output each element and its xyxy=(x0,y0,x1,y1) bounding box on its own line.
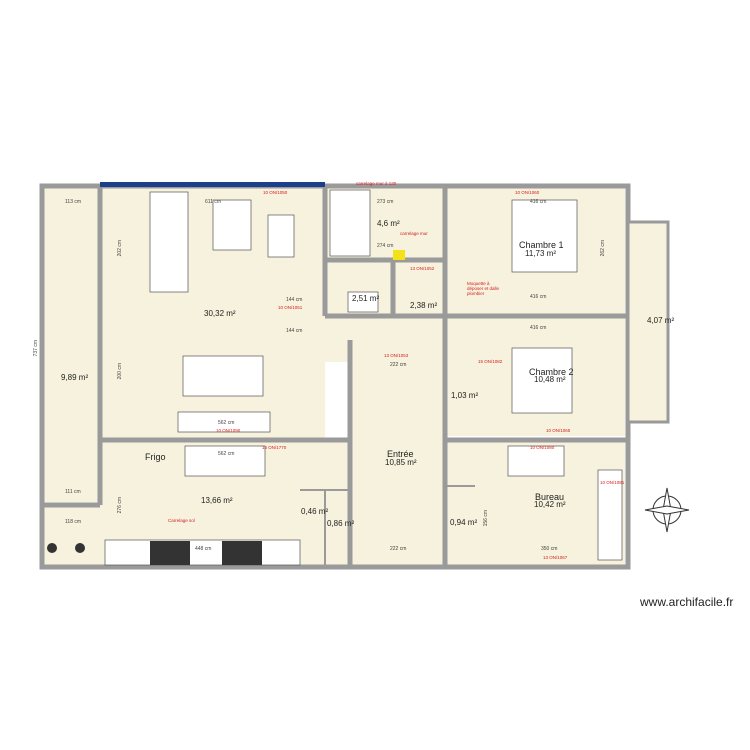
balcony-outline xyxy=(626,220,670,424)
chambre1-name: Chambre 1 xyxy=(519,240,564,250)
dim-562a: 562 cm xyxy=(218,420,235,426)
note-1050: 10 ON/1050 xyxy=(263,190,288,195)
dining-table xyxy=(182,355,264,397)
outer-wall xyxy=(39,183,631,570)
dim-737: 737 cm xyxy=(33,340,39,357)
dim-156: 156 cm xyxy=(483,510,489,527)
dim-274: 274 cm xyxy=(377,243,394,249)
note-1082: 15 ON/1082 xyxy=(478,359,503,364)
note-1053: 13 ON/1053 xyxy=(384,353,409,358)
note-1770: 16 ON/1770 xyxy=(262,445,287,450)
dim-273: 273 cm xyxy=(377,199,394,205)
bed1 xyxy=(511,199,578,273)
note-1052: 13 ON/1052 xyxy=(410,266,435,271)
note-1081: 10 ON/1081 xyxy=(600,480,625,485)
kitchen-area: 13,66 m² xyxy=(201,496,233,505)
dim-200: 200 cm xyxy=(117,363,123,380)
closet3-area: 0,94 m² xyxy=(450,518,478,527)
dim-222b: 222 cm xyxy=(390,546,407,552)
dim-562b: 562 cm xyxy=(218,451,235,457)
desk xyxy=(507,445,565,477)
furniture xyxy=(104,189,623,566)
chambre2-name: Chambre 2 xyxy=(529,367,574,377)
closet1-area: 0,46 m² xyxy=(301,507,329,516)
dim-416b: 416 cm xyxy=(530,294,547,300)
walls xyxy=(39,183,631,570)
kitchen-counter xyxy=(104,539,301,566)
bed2 xyxy=(511,347,573,414)
note-1060: 10 ON/1060 xyxy=(515,190,540,195)
corridor-area: 1,03 m² xyxy=(451,391,479,400)
chambre2-area: 10,48 m² xyxy=(534,375,566,384)
dim-448: 448 cm xyxy=(195,546,212,552)
armchair xyxy=(212,199,252,251)
note-1051: 10 ON/1051 xyxy=(278,305,303,310)
living-area: 30,32 m² xyxy=(204,309,236,318)
note-carrelage: carrelage mur à 120 xyxy=(356,181,397,186)
loggia-fill xyxy=(42,186,100,502)
window-strip xyxy=(100,182,325,187)
sofa xyxy=(149,191,189,293)
bathtub xyxy=(329,189,371,257)
sideboard xyxy=(177,411,271,433)
oven xyxy=(222,541,262,565)
note-1067: 13 ON/1067 xyxy=(543,555,568,560)
dim-144b: 144 cm xyxy=(286,328,303,334)
dim-222a: 222 cm xyxy=(390,362,407,368)
appliances xyxy=(47,541,262,565)
closet2-area: 0,86 m² xyxy=(327,519,355,528)
dim-202: 202 cm xyxy=(117,240,123,257)
dim-144a: 144 cm xyxy=(286,297,303,303)
washer xyxy=(47,543,57,553)
dressing-fill xyxy=(393,260,443,316)
toilet xyxy=(347,291,379,313)
dim-416c: 416 cm xyxy=(530,325,547,331)
note-1080: 10 ON/1080 xyxy=(530,445,555,450)
wc2-fill xyxy=(42,506,100,567)
thin-walls xyxy=(300,485,475,567)
bureau-area: 10,42 m² xyxy=(534,500,566,509)
chambre1-area: 11,73 m² xyxy=(525,249,556,258)
cabinet xyxy=(267,214,295,258)
entree-fill xyxy=(350,362,445,567)
balcony-area: 4,07 m² xyxy=(647,316,675,325)
dim-262: 262 cm xyxy=(600,240,606,257)
bath-area: 4,6 m² xyxy=(377,219,400,228)
dim-416a: 416 cm xyxy=(530,199,547,205)
dim-611: 611 cm xyxy=(205,199,222,205)
kitchen-table xyxy=(184,445,266,477)
entree-name: Entrée xyxy=(387,449,414,459)
bureau-name: Bureau xyxy=(535,492,565,502)
wc-area: 2,51 m² xyxy=(352,294,380,303)
dressing-area: 2,38 m² xyxy=(410,301,438,310)
dim-118: 118 cm xyxy=(65,519,82,525)
entree-area: 10,85 m² xyxy=(385,458,417,467)
stove xyxy=(150,541,190,565)
watermark: www.archifacile.fr xyxy=(640,595,734,609)
loggia-area: 9,89 m² xyxy=(61,373,89,382)
note-1065: 10 ON/1065 xyxy=(546,428,571,433)
frigo-label: Frigo xyxy=(145,452,166,462)
wardrobe-bureau xyxy=(597,469,623,561)
dim-350: 350 cm xyxy=(541,546,558,552)
dim-113: 113 cm xyxy=(65,199,82,205)
note-carrelage-sol: Carrelage sol xyxy=(168,518,195,523)
note-carrelage-mur: carrelage mur xyxy=(400,231,428,236)
hall-fill xyxy=(325,316,447,362)
dim-276: 276 cm xyxy=(117,497,123,514)
yellow-marker xyxy=(393,250,405,260)
note-moquette: Moquette à déposer et dalle plombier xyxy=(467,281,500,296)
dryer xyxy=(75,543,85,553)
dim-111: 111 cm xyxy=(65,489,81,495)
compass-icon xyxy=(644,487,690,533)
note-1090: 10 ON/1090 xyxy=(216,428,241,433)
